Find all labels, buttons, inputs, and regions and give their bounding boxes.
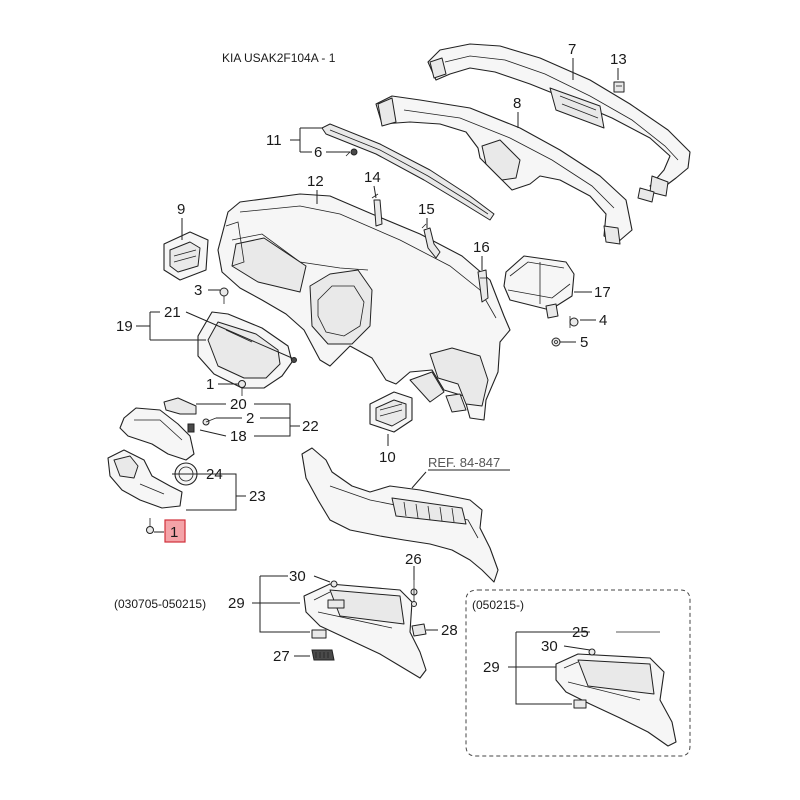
label-26: 26 [405, 551, 422, 568]
label-29-right: 29 [483, 659, 500, 676]
part-bracket-16 [477, 269, 489, 303]
part-latch-30a [330, 580, 338, 588]
diagram-title: KIA USAK2F104A - 1 [222, 51, 336, 65]
label-6: 6 [314, 144, 322, 161]
part-screw-26 [410, 580, 418, 607]
date-range-b: (050215-) [472, 598, 524, 612]
label-24: 24 [206, 466, 223, 483]
part-center-vent-10 [369, 391, 413, 433]
part-screw-3 [219, 287, 229, 304]
label-16: 16 [473, 239, 490, 256]
label-30-right: 30 [541, 638, 558, 655]
label-13: 13 [610, 51, 627, 68]
part-screw-1-upper [238, 380, 246, 396]
part-glove-box-b [555, 653, 677, 747]
label-11: 11 [266, 132, 282, 149]
ref-label: REF. 84-847 [428, 455, 500, 470]
variant-box [465, 589, 691, 757]
part-latch-30b [588, 648, 596, 656]
label-21: 21 [164, 304, 181, 321]
label-22: 22 [302, 418, 319, 435]
part-screw-1-lower [146, 518, 154, 534]
label-30-left: 30 [289, 568, 306, 585]
part-cluster-fascia [197, 311, 293, 389]
label-1-upper: 1 [206, 376, 214, 393]
label-9: 9 [177, 201, 185, 218]
part-air-duct-center [375, 95, 633, 245]
label-18: 18 [230, 428, 247, 445]
leader-lines [136, 58, 619, 705]
part-screw-4 [569, 316, 579, 328]
label-17: 17 [594, 284, 611, 301]
label-8: 8 [513, 95, 521, 112]
part-steering-shroud-upper [119, 397, 217, 461]
part-nut-5 [551, 337, 561, 347]
label-4: 4 [599, 312, 607, 329]
part-screw-6 [345, 148, 358, 157]
label-27: 27 [273, 648, 290, 665]
part-glove-box-a [303, 583, 427, 679]
part-clip-13 [613, 81, 625, 93]
label-15: 15 [418, 201, 435, 218]
part-module-17 [503, 255, 575, 319]
label-20: 20 [230, 396, 247, 413]
label-5: 5 [580, 334, 588, 351]
part-bracket-14 [371, 193, 383, 227]
label-7: 7 [568, 41, 576, 58]
label-29-left: 29 [228, 595, 245, 612]
label-2: 2 [246, 410, 254, 427]
label-1-lower: 1 [170, 524, 178, 541]
label-12: 12 [307, 173, 324, 190]
part-screw-21 [291, 357, 297, 363]
part-lower-panel [301, 447, 499, 583]
part-air-duct-upper [427, 43, 691, 203]
part-defroster-garnish [321, 123, 495, 221]
part-latch-27 [311, 649, 335, 661]
part-side-vent-9 [163, 231, 209, 281]
part-steering-shroud-lower [107, 449, 183, 509]
part-catch-a [311, 629, 327, 639]
label-14: 14 [364, 169, 381, 186]
label-10: 10 [379, 449, 396, 466]
label-25: 25 [572, 624, 589, 641]
label-23: 23 [249, 488, 266, 505]
part-bracket-15 [421, 223, 441, 259]
label-19: 19 [116, 318, 133, 335]
label-3: 3 [194, 282, 202, 299]
date-range-a: (030705-050215) [114, 597, 206, 611]
highlight-box-1 [164, 519, 186, 543]
label-28: 28 [441, 622, 458, 639]
part-damper-28 [411, 623, 427, 637]
